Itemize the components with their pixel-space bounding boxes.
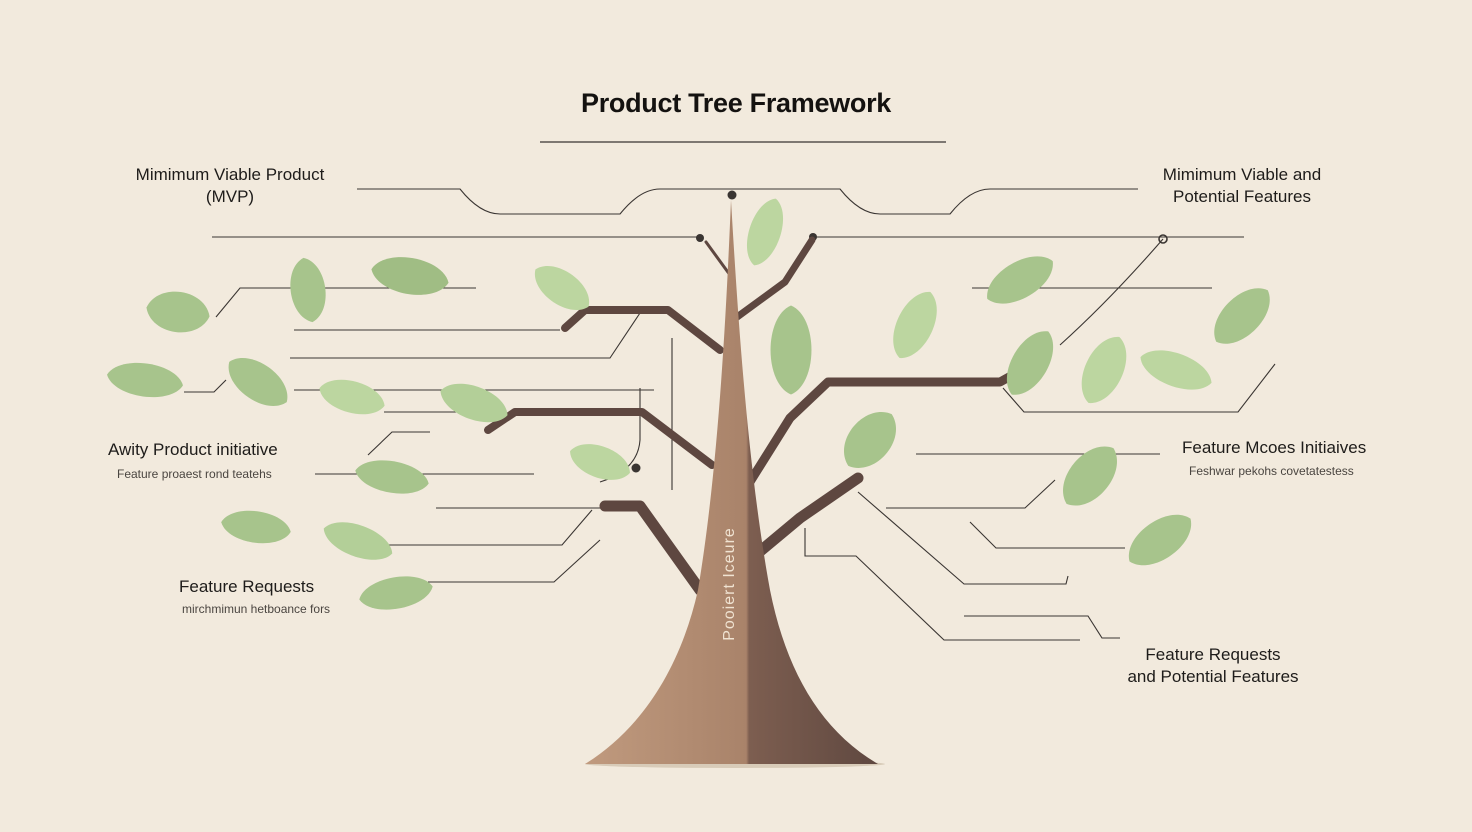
label-mvp: Mimimum Viable Product (MVP) <box>135 165 325 206</box>
trunk-label: Pooiert Iceure <box>721 527 738 641</box>
label-feature-initiatives: Feature Mcoes Initiaives <box>1182 438 1367 457</box>
leaf <box>146 291 210 333</box>
label-mvp-potential-features: Mimimum Viable and Potential Features <box>1162 165 1322 206</box>
leaf <box>1140 350 1212 390</box>
leaf <box>1214 288 1270 344</box>
leaf <box>1128 514 1192 566</box>
label-feature-requests-potential: Feature Requests and Potential Features <box>1127 645 1299 686</box>
leaf <box>746 198 784 266</box>
leaf <box>359 576 433 610</box>
label-feature-requests-sub: mirchmimun hetboance fors <box>182 602 331 616</box>
leaf <box>319 379 385 415</box>
leaf <box>440 383 508 423</box>
connector-lines <box>184 188 1276 641</box>
leaf <box>1063 446 1117 506</box>
label-product-initiative-sub: Feature proaest rond teatehs <box>117 467 272 481</box>
label-feature-initiatives-sub: Feshwar pekohs covetatestess <box>1189 464 1354 478</box>
leaf <box>987 256 1053 304</box>
leaf <box>323 522 393 560</box>
leaf <box>221 510 291 544</box>
leaf <box>893 291 937 359</box>
leaf <box>355 460 429 494</box>
tree-trunk <box>585 200 878 764</box>
leaf <box>535 265 589 311</box>
leaf <box>228 358 288 406</box>
diagram-title: Product Tree Framework <box>580 88 891 118</box>
branches <box>484 236 1023 596</box>
leaf <box>371 257 449 295</box>
leaf <box>843 412 897 468</box>
label-product-initiative: Awity Product initiative <box>108 440 278 459</box>
leaves <box>107 198 1270 610</box>
leaf <box>770 305 812 395</box>
leaf <box>570 444 630 480</box>
leaf <box>107 362 183 398</box>
leaf <box>1006 331 1054 395</box>
label-feature-requests: Feature Requests <box>179 577 315 596</box>
leaf <box>1081 336 1127 404</box>
leaf <box>290 257 326 323</box>
